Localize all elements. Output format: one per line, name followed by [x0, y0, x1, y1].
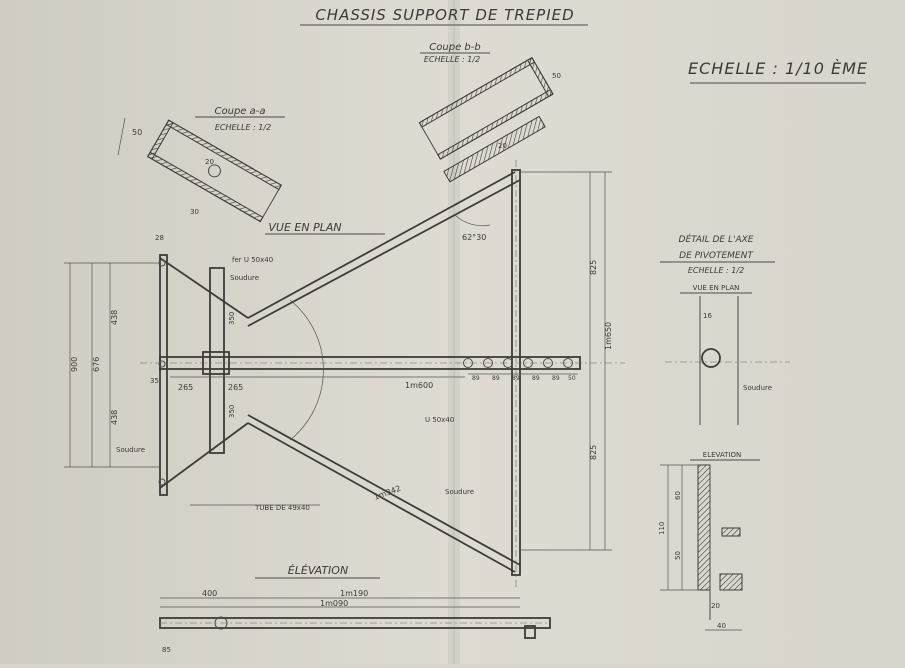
dim-28: 28 — [155, 234, 164, 242]
dim-50-a: 50 — [132, 128, 142, 137]
hole-pitch-dims: 89 89 89 89 89 50 — [468, 373, 578, 382]
hole-dim-4: 89 — [532, 375, 540, 382]
dim-265-a: 265 — [178, 383, 193, 392]
dim-1600: 1m600 — [405, 381, 433, 390]
left-frame — [159, 254, 168, 496]
detail-title-1: DÉTAIL DE L'AXE — [679, 233, 754, 245]
dim-1190: 1m190 — [340, 589, 368, 598]
note-soudure-top: Soudure — [230, 274, 259, 282]
note-tube: TUBE DE 49x40 — [254, 504, 310, 512]
note-soudure-right: Soudure — [445, 488, 474, 496]
plan-view-label: VUE EN PLAN — [268, 221, 341, 234]
section-b-scale: ECHELLE : 1/2 — [424, 55, 480, 64]
elevation-view: ÉLÉVATION 1m190 1m090 400 85 — [159, 564, 551, 654]
hole-dim-5: 89 — [552, 375, 560, 382]
pivot-detail: DÉTAIL DE L'AXE DE PIVOTEMENT ECHELLE : … — [658, 233, 790, 631]
section-a-label: Coupe a-a — [215, 106, 266, 117]
dim-265-b: 265 — [228, 383, 243, 392]
section-a-scale: ECHELLE : 1/2 — [215, 123, 271, 132]
dim-438-top: 438 — [110, 310, 119, 325]
dim-35: 35 — [150, 377, 159, 385]
detail-dim-60: 60 — [674, 491, 682, 500]
detail-dim-50: 50 — [674, 551, 682, 560]
dim-825-top: 825 — [589, 260, 598, 275]
dim-20-b: 20 — [498, 142, 507, 150]
dim-30-a: 30 — [190, 208, 199, 216]
detail-dim-20: 20 — [711, 602, 720, 610]
dim-85: 85 — [162, 646, 171, 654]
detail-plan-label: VUE EN PLAN — [693, 284, 740, 292]
section-b-label: Coupe b-b — [429, 42, 480, 53]
note-soudure-left: Soudure — [116, 446, 145, 454]
dim-1650: 1m650 — [604, 322, 613, 350]
dim-676: 676 — [92, 357, 101, 372]
section-b-b: Coupe b-b ECHELLE : 1/2 50 20 — [418, 42, 561, 183]
hole-dim-1: 89 — [472, 375, 480, 382]
note-u-50x40: U 50x40 — [425, 416, 454, 424]
detail-dim-16: 16 — [703, 312, 712, 320]
dim-438-bottom: 438 — [110, 410, 119, 425]
dim-20-a: 20 — [205, 158, 214, 166]
elevation-label: ÉLÉVATION — [288, 564, 348, 577]
detail-elevation-label: ELEVATION — [703, 451, 741, 459]
hole-dim-3: 89 — [512, 375, 520, 382]
detail-title-2: DE PIVOTEMENT — [679, 251, 754, 261]
section-a-a: Coupe a-a ECHELLE : 1/2 50 20 30 — [117, 106, 285, 223]
hole-dim-2: 89 — [492, 375, 500, 382]
detail-scale: ECHELLE : 1/2 — [688, 266, 744, 275]
plan-view: VUE EN PLAN — [64, 160, 625, 590]
dim-400: 400 — [202, 589, 217, 598]
drawing-title: CHASSIS SUPPORT DE TREPIED — [315, 6, 574, 24]
dim-50-b: 50 — [552, 72, 561, 80]
dim-1090: 1m090 — [320, 599, 348, 608]
detail-dim-110: 110 — [658, 522, 666, 535]
dim-350-b: 350 — [228, 405, 236, 418]
dim-350-a: 350 — [228, 312, 236, 325]
hole-dim-6: 50 — [568, 375, 576, 382]
dim-825-bottom: 825 — [589, 445, 598, 460]
scale-label: ECHELLE : 1/10 ÈME — [688, 59, 868, 78]
note-fer-u: fer U 50x40 — [232, 256, 273, 264]
dim-900: 900 — [70, 357, 79, 372]
note-angle: 62°30 — [462, 233, 486, 242]
detail-soudure: Soudure — [743, 384, 772, 392]
detail-dim-40: 40 — [717, 622, 726, 630]
